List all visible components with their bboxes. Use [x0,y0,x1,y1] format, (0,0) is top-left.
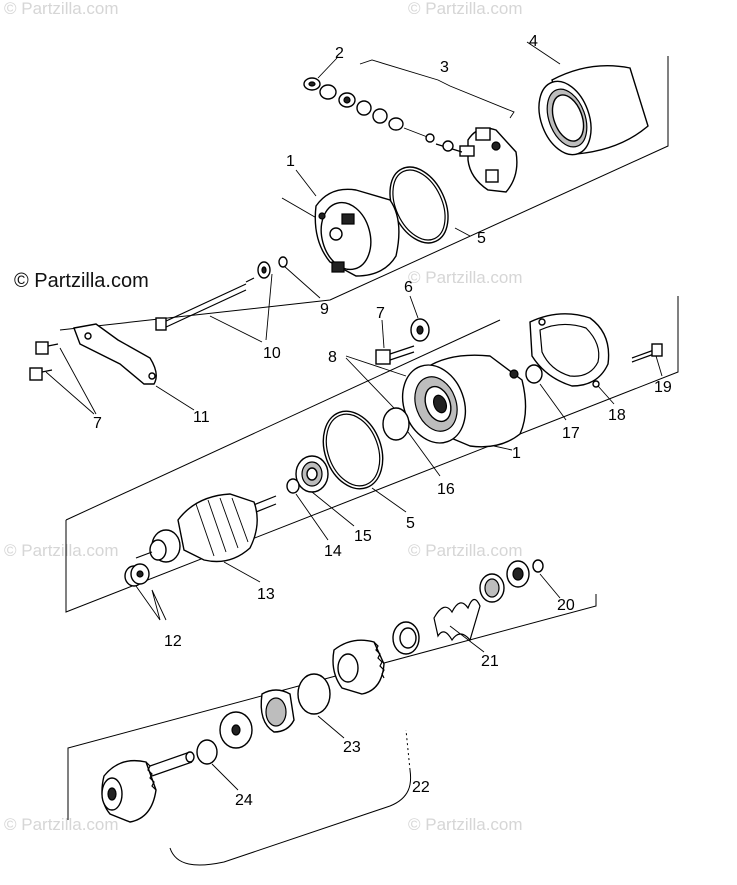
callout-1-upper: 1 [286,153,295,170]
part-5-o-ring-middle [322,410,384,490]
callout-19: 19 [654,379,672,396]
part-22-pinion-shaft [101,751,195,823]
part-13-armature [135,493,277,563]
part-24-washers [196,689,295,765]
callout-6: 6 [404,279,413,296]
part-17-washer [525,364,543,384]
leader-lines [45,41,663,791]
part-15-bearing [295,455,329,493]
part-8-o-ring [382,407,410,441]
callout-20: 20 [557,597,575,614]
callout-9: 9 [320,301,329,318]
part-20-ring [532,559,544,573]
watermark: © Partzilla.com [4,815,119,834]
part-7-bolts [29,341,415,381]
part-2-washers [303,77,431,139]
part-18-gasket [529,313,610,388]
callout-14: 14 [324,543,342,560]
part-23-ring-and-gear [297,639,385,715]
part-14-snap-ring [286,478,300,494]
callout-5-middle: 5 [406,515,415,532]
callout-11: 11 [193,409,210,426]
watermark: © Partzilla.com [408,541,523,560]
watermark: © Partzilla.com [408,268,523,287]
part-10-through-bolts [155,261,271,331]
watermark: © Partzilla.com [4,0,119,18]
callout-5-upper: 5 [477,230,486,247]
part-1-rear-cover [314,188,400,277]
part-21-clutch-group [392,560,530,655]
part-12-thrust-washers [124,563,150,587]
callout-18: 18 [608,407,626,424]
part-6-washer [410,318,430,342]
callout-labels: 2 3 4 1 5 9 6 7 10 8 19 18 11 7 17 1 16 … [93,33,672,809]
callout-8: 8 [328,349,337,366]
callout-23: 23 [343,739,361,756]
watermark: © Partzilla.com [408,0,523,18]
part-5-o-ring-upper-inner [392,169,446,241]
watermark: © Partzilla.com [408,815,523,834]
part-1-front-housing [401,354,527,448]
callout-24: 24 [235,792,253,809]
callout-7-left: 7 [93,415,102,432]
callout-10: 10 [263,345,281,362]
part-3-brush-holder [425,127,518,193]
callout-2: 2 [335,45,344,62]
callout-12: 12 [164,633,182,650]
section-boundary-upper [59,56,669,331]
callout-15: 15 [354,528,372,545]
callout-22: 22 [412,779,430,796]
part-4-yoke [538,65,649,156]
callout-4: 4 [529,33,538,50]
partzilla-credit: © Partzilla.com [14,270,149,292]
watermark: © Partzilla.com [4,541,119,560]
part-5-o-ring-middle-inner [325,413,381,487]
section-boundary-lower [67,594,597,866]
callout-21: 21 [481,653,499,670]
section-boundary-middle [65,296,679,613]
callout-7-middle: 7 [376,305,385,322]
part-11-mounting-bracket [73,323,157,385]
callout-3: 3 [440,59,449,76]
callout-17: 17 [562,425,580,442]
callout-1-middle: 1 [512,445,521,462]
part-9-small-o-ring [278,256,288,268]
callout-16: 16 [437,481,455,498]
part-19-screw [631,343,663,363]
callout-13: 13 [257,586,275,603]
